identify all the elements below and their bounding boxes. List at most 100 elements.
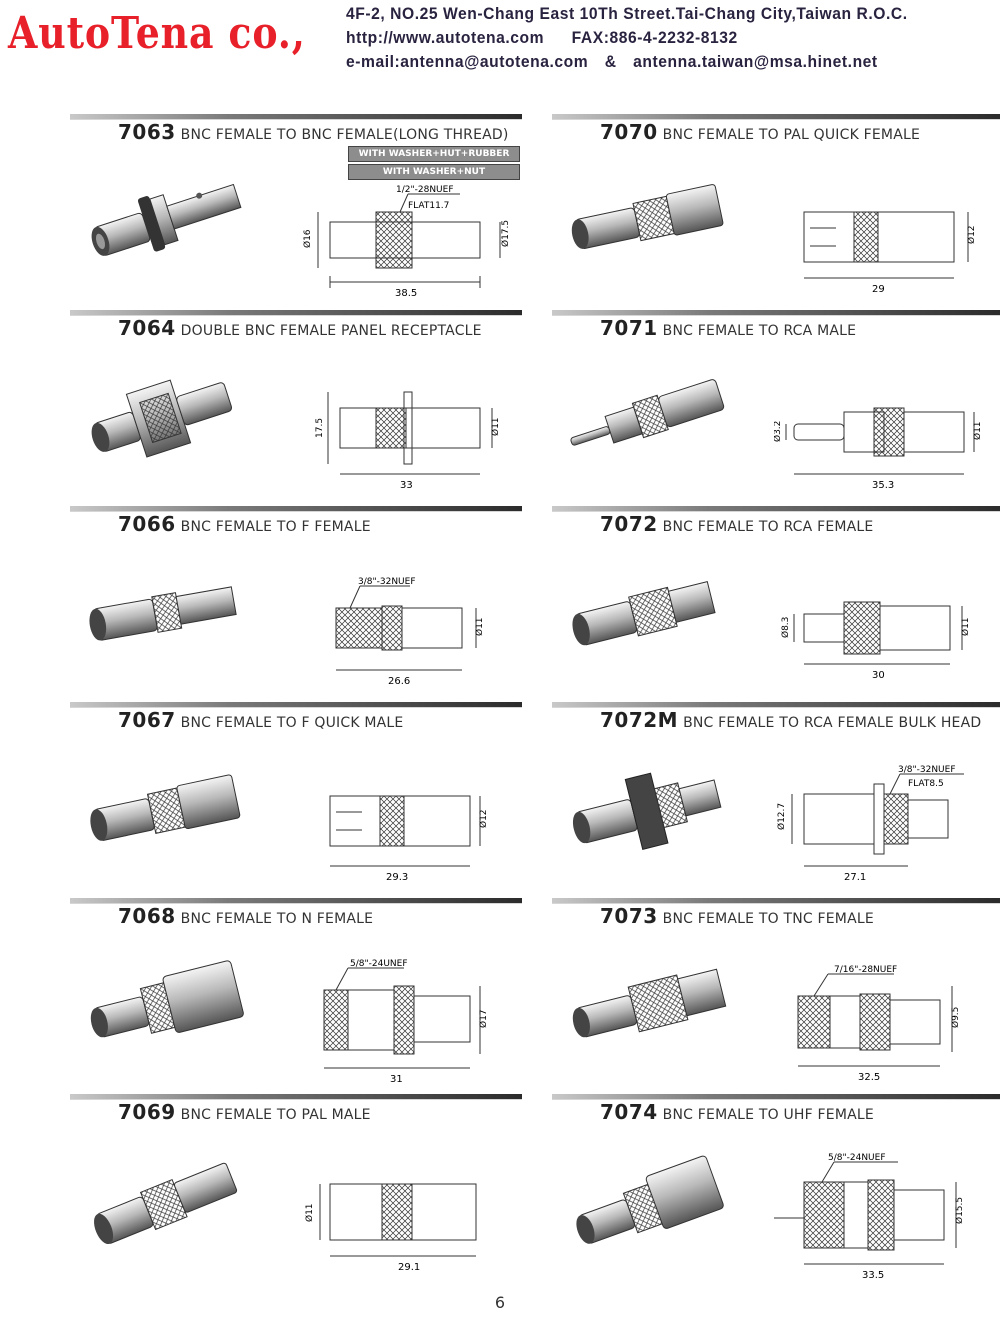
diameter-dimension: 17.5 [315, 418, 325, 438]
length-dimension: 29 [872, 284, 885, 295]
product-code: 7066 [118, 512, 176, 536]
option-badge: WITH WASHER+NUT [348, 164, 520, 180]
thread-spec: 5/8"-24NUEF [828, 1153, 886, 1163]
option-badge: WITH WASHER+HUT+RUBBER [348, 146, 520, 162]
section-divider [552, 1094, 1000, 1100]
product-code: 7070 [600, 120, 658, 144]
fax-number: FAX:886-4-2232-8132 [571, 28, 738, 47]
product-description: BNC FEMALE TO PAL QUICK FEMALE [662, 127, 921, 143]
diameter-dimension: Ø12 [478, 809, 489, 828]
diameter-dimension: Ø11 [304, 1203, 315, 1222]
product-code: 7072M [600, 708, 679, 732]
diameter-dimension: Ø15.5 [954, 1197, 965, 1224]
section-divider [70, 898, 522, 904]
length-dimension: 30 [872, 670, 885, 681]
product-description: BNC FEMALE TO PAL MALE [180, 1107, 371, 1123]
section-divider [70, 310, 522, 316]
length-dimension: 27.1 [844, 872, 866, 883]
connector-photo [91, 379, 233, 458]
section-divider [70, 114, 522, 120]
diameter-dimension: Ø11 [490, 417, 501, 436]
length-dimension: 35.3 [872, 480, 894, 491]
diameter-dimension: Ø11 [972, 421, 983, 440]
connector-photo [572, 772, 722, 850]
flat-spec: FLAT11.7 [408, 201, 449, 211]
product-description: BNC FEMALE TO RCA FEMALE BULK HEAD [683, 715, 982, 731]
thread-spec: 5/8"-24UNEF [350, 959, 408, 969]
section-divider [70, 1094, 522, 1100]
product-description: DOUBLE BNC FEMALE PANEL RECEPTACLE [180, 323, 482, 339]
product-code: 7069 [118, 1100, 176, 1124]
thread-spec: 3/8"-32NUEF [358, 577, 416, 587]
email-link-secondary[interactable]: antenna.taiwan@msa.hinet.net [633, 52, 878, 71]
connector-photo [572, 968, 727, 1038]
diameter-dimension: Ø11 [960, 617, 971, 636]
dimension-drawing: 29.3 Ø12 [329, 795, 489, 883]
dimension-drawing: 29.1 Ø11 [304, 1183, 477, 1273]
diameter-dimension: Ø12 [966, 225, 977, 244]
dimension-drawing: 33 17.5 Ø11 [315, 391, 501, 491]
page-number: 6 [494, 1293, 506, 1312]
diameter-dimension: Ø3.2 [774, 421, 783, 442]
diameter-dimension: Ø16 [302, 229, 313, 248]
company-address: 4F-2, NO.25 Wen-Chang East 10Th Street.T… [346, 4, 908, 23]
product-code: 7067 [118, 708, 176, 732]
length-dimension: 26.6 [388, 676, 410, 687]
email-line: e-mail:antenna@autotena.com&antenna.taiw… [346, 52, 878, 72]
diameter-dimension: Ø12.7 [776, 803, 787, 830]
connector-photo [571, 184, 724, 249]
thread-spec: 7/16"-28NUEF [834, 965, 897, 975]
contact-line: http://www.autotena.com FAX:886-4-2232-81… [346, 28, 738, 48]
connector-photo [570, 379, 725, 446]
dimension-drawing: 30 Ø8.3 Ø11 [780, 601, 971, 681]
thread-spec: 1/2"-28NUEF [396, 185, 454, 195]
section-divider [552, 310, 1000, 316]
website-link[interactable]: http://www.autotena.com [346, 28, 545, 47]
product-code: 7072 [600, 512, 658, 536]
connector-photo [90, 960, 244, 1038]
length-dimension: 33 [400, 480, 413, 491]
brand-logo: AutoTena co., [8, 8, 306, 59]
dimension-drawing: 5/8"-24NUEF 33.5 Ø15.5 [774, 1153, 965, 1281]
product-code: 7073 [600, 904, 658, 928]
dimension-drawing: 3/8"-32NUEF FLAT8.5 27.1 Ø12.7 [776, 765, 964, 883]
length-dimension: 29.3 [386, 872, 408, 883]
length-dimension: 32.5 [858, 1072, 880, 1083]
section-divider [70, 506, 522, 512]
product-description: BNC FEMALE TO BNC FEMALE(LONG THREAD) [180, 127, 509, 143]
thread-spec: 3/8"-32NUEF [898, 765, 956, 775]
diameter-dimension: Ø17.5 [500, 220, 511, 247]
dimension-drawing: 5/8"-24UNEF 31 Ø17 [323, 959, 489, 1085]
connector-photo [572, 580, 716, 646]
flat-spec: FLAT8.5 [908, 779, 944, 789]
product-code: 7071 [600, 316, 658, 340]
connector-photo [89, 586, 237, 641]
connector-photo [91, 183, 242, 256]
product-description: BNC FEMALE TO RCA MALE [662, 323, 857, 339]
product-code: 7063 [118, 120, 176, 144]
product-description: BNC FEMALE TO F QUICK MALE [180, 715, 404, 731]
product-description: BNC FEMALE TO UHF FEMALE [662, 1107, 874, 1123]
connector-photo [576, 1155, 724, 1244]
section-divider [552, 898, 1000, 904]
section-divider [552, 702, 1000, 708]
length-dimension: 33.5 [862, 1270, 884, 1281]
email-link-primary[interactable]: e-mail:antenna@autotena.com [346, 52, 589, 71]
length-dimension: 29.1 [398, 1262, 420, 1273]
length-dimension: 31 [390, 1074, 403, 1085]
product-code: 7064 [118, 316, 176, 340]
